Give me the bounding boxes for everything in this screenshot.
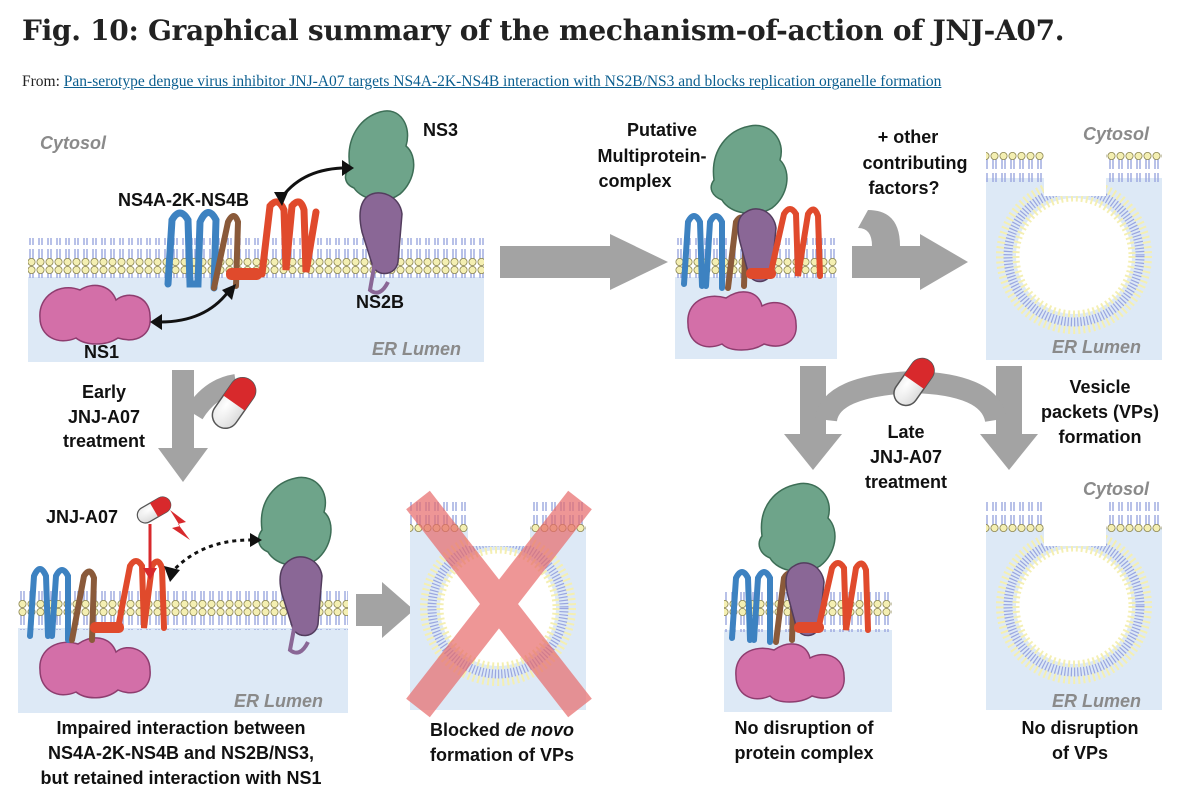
ns1-protein	[735, 643, 845, 703]
no-disruption-vp-caption-2: of VPs	[1052, 743, 1108, 763]
impaired-caption-1: Impaired interaction between	[56, 718, 305, 738]
ns4a-protein	[729, 569, 773, 645]
panel-blocked-vp-formation	[406, 490, 592, 718]
ns3-protein	[344, 110, 415, 201]
figure-title: Fig. 10: Graphical summary of the mechan…	[22, 14, 1065, 47]
ns4b-helix	[226, 268, 262, 280]
interaction-arrow-ns1	[159, 291, 230, 324]
putative-label-3: complex	[598, 171, 671, 191]
ns2b-protein	[785, 562, 825, 637]
panel-early-treatment-result: JNJ-A07 ER Lumen	[18, 476, 348, 713]
ns4b-protein	[815, 560, 871, 633]
no-disruption-vp-caption-1: No disruption	[1022, 718, 1139, 738]
impaired-caption-2: NS4A-2K-NS4B and NS2B/NS3,	[48, 743, 314, 763]
er-lumen-label: ER Lumen	[234, 691, 323, 711]
er-lumen-label: ER Lumen	[1052, 691, 1141, 711]
cross-mark-icon	[406, 490, 592, 718]
no-disruption-complex-caption-2: protein complex	[734, 743, 873, 763]
panel-multiprotein-complex: Putative Multiprotein- complex	[598, 120, 837, 359]
ns2b-protein	[279, 556, 323, 637]
jnj-a07-pill-icon	[136, 496, 172, 524]
jnj-a07-label: JNJ-A07	[46, 507, 118, 527]
vesicle-membrane	[996, 178, 1152, 334]
blocked-caption-2: formation of VPs	[430, 745, 574, 765]
ns4a-protein	[681, 213, 725, 291]
ns4a-protein	[27, 566, 71, 643]
late-treatment-label-3: treatment	[865, 472, 947, 492]
er-membrane	[1106, 152, 1162, 182]
other-factors-label-3: factors?	[868, 178, 939, 198]
vesicle-formation-label-3: formation	[1059, 427, 1142, 447]
panel-baseline-complex: Cytosol ER Lumen NS3 NS4A-2K-NS4B NS2B N…	[28, 110, 484, 362]
progress-arrow-2	[852, 210, 968, 290]
progress-arrow-1	[500, 234, 668, 290]
vesicle-formation-label-2: packets (VPs)	[1041, 402, 1159, 422]
pill-icon	[893, 357, 935, 407]
ns3-protein	[758, 482, 836, 573]
putative-label-1: Putative	[627, 120, 697, 140]
ns3-protein	[710, 124, 788, 215]
2k-segment	[69, 568, 98, 643]
source-article-link[interactable]: Pan-serotype dengue virus inhibitor JNJ-…	[63, 73, 942, 90]
lightning-icon	[170, 510, 190, 540]
early-treatment-label-2: JNJ-A07	[68, 407, 140, 427]
late-treatment-label-2: JNJ-A07	[870, 447, 942, 467]
vesicle-membrane	[420, 530, 576, 686]
progress-arrow-3	[356, 582, 414, 638]
blocked-caption-1: Blocked de novo	[430, 720, 574, 740]
er-lumen-label: ER Lumen	[1052, 337, 1141, 357]
er-membrane	[1106, 502, 1162, 532]
impaired-caption-3: but retained interaction with NS1	[40, 768, 321, 788]
er-lumen-label: ER Lumen	[372, 339, 461, 359]
ns1-label: NS1	[84, 342, 119, 362]
putative-label-2: Multiprotein-	[598, 146, 707, 166]
panel-late-vp-intact: Cytosol ER Lumen	[986, 479, 1162, 711]
ns4b-helix	[746, 268, 776, 279]
ns4b-protein	[767, 206, 823, 279]
source-line: From: Pan-serotype dengue virus inhibito…	[22, 73, 941, 91]
vesicle-membrane	[996, 528, 1152, 684]
ns2b-protein	[359, 192, 403, 275]
other-factors-label-2: contributing	[863, 153, 968, 173]
cytosol-label: Cytosol	[40, 133, 107, 153]
early-treatment-label-3: treatment	[63, 431, 145, 451]
vesicle-formation-label-1: Vesicle	[1069, 377, 1130, 397]
ns3-protein	[257, 476, 332, 567]
ns4a-2k-ns4b-label: NS4A-2K-NS4B	[118, 190, 249, 210]
ns3-label: NS3	[423, 120, 458, 140]
ns2b-label: NS2B	[356, 292, 404, 312]
er-membrane	[986, 152, 1044, 182]
panel-late-complex-intact	[724, 482, 892, 712]
pill-icon	[211, 376, 257, 430]
other-factors-label-1: + other	[878, 127, 939, 147]
disrupted-interaction-arrow	[168, 538, 251, 575]
2k-segment	[211, 213, 242, 291]
cytosol-label: Cytosol	[1083, 124, 1150, 144]
ns4b-helix	[90, 622, 124, 633]
cytosol-label: Cytosol	[1083, 479, 1150, 499]
ns4b-helix	[794, 622, 824, 633]
ns4b-protein	[115, 558, 167, 631]
ns1-protein	[39, 637, 151, 699]
ns4a-protein	[164, 209, 220, 292]
ns1-protein	[687, 291, 797, 351]
no-disruption-complex-caption-1: No disruption of	[735, 718, 875, 738]
er-membrane	[986, 502, 1044, 532]
ns2b-protein	[737, 208, 777, 283]
early-treatment-label-1: Early	[82, 382, 126, 402]
late-treatment-label-1: Late	[887, 422, 924, 442]
ns1-protein	[39, 284, 151, 345]
from-label: From:	[22, 73, 60, 90]
panel-vesicle-packet: Cytosol ER Lumen	[986, 124, 1162, 360]
